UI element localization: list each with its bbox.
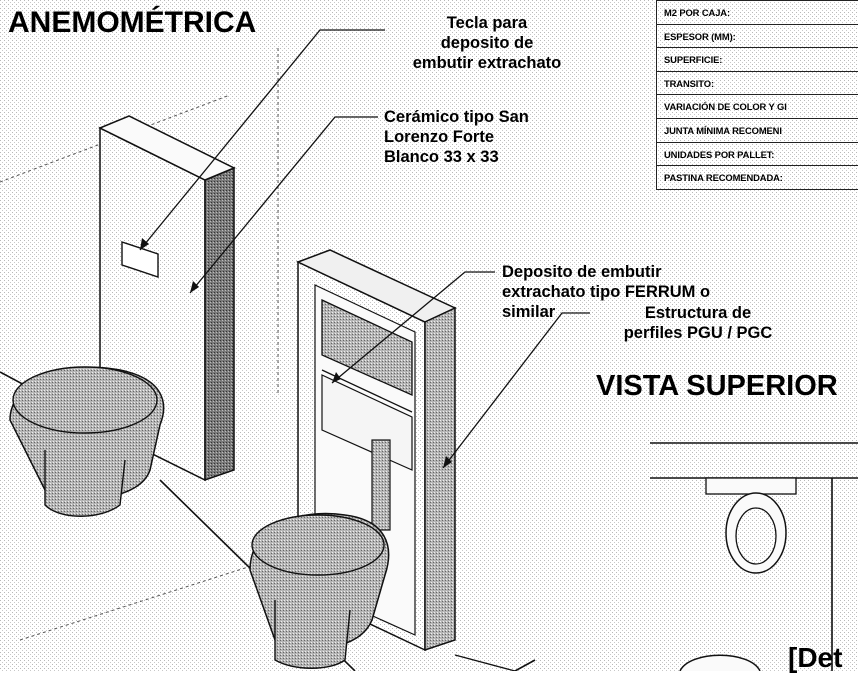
top-view-plan <box>650 442 858 671</box>
flush-key-plate <box>121 241 159 278</box>
spec-row: UNIDADES POR PALLET: <box>656 142 858 167</box>
spec-row: SUPERFICIE: <box>656 48 858 72</box>
top-view-heading: VISTA SUPERIOR <box>596 370 838 402</box>
callout-line: extrachato tipo FERRUM o <box>502 283 711 301</box>
callout-line: Lorenzo Forte <box>384 128 494 146</box>
callout-line: perfiles PGU / PGC <box>623 324 773 342</box>
spec-row: M2 POR CAJA: <box>656 1 858 25</box>
callout-line: embutir extrachato <box>412 54 562 72</box>
spec-row: ESPESOR (MM): <box>656 24 858 49</box>
arrowheads <box>140 238 452 468</box>
spec-row: JUNTA MÍNIMA RECOMENI <box>656 118 858 143</box>
spec-row: PASTINA RECOMENDADA: <box>656 166 858 190</box>
callout-line: Deposito de embutir <box>502 263 662 281</box>
callout-line: Blanco 33 x 33 <box>384 148 499 166</box>
callout-flush-key: Tecla para deposito de embutir extrachat… <box>392 13 582 73</box>
callout-line: deposito de <box>440 34 534 52</box>
spec-row: VARIACIÓN DE COLOR Y GI <box>656 95 858 119</box>
callout-line: Tecla para <box>446 14 528 32</box>
callout-frame: Estructura de perfiles PGU / PGC <box>598 303 798 343</box>
callout-cistern: Deposito de embutir extrachato tipo FERR… <box>502 262 710 322</box>
spec-row: TRANSITO: <box>656 71 858 96</box>
callout-line: Estructura de <box>644 304 752 322</box>
left-toilet <box>9 366 165 517</box>
isometric-heading: ANEMOMÉTRICA <box>8 6 257 39</box>
leader-lines <box>139 29 590 671</box>
callout-line: similar <box>502 303 556 321</box>
spec-table: M2 POR CAJA: ESPESOR (MM): SUPERFICIE: T… <box>656 0 858 190</box>
callout-line: Cerámico tipo San <box>384 108 529 126</box>
detail-heading: [Det <box>788 642 843 673</box>
callout-ceramic: Cerámico tipo San Lorenzo Forte Blanco 3… <box>384 107 529 167</box>
right-toilet <box>249 512 390 669</box>
